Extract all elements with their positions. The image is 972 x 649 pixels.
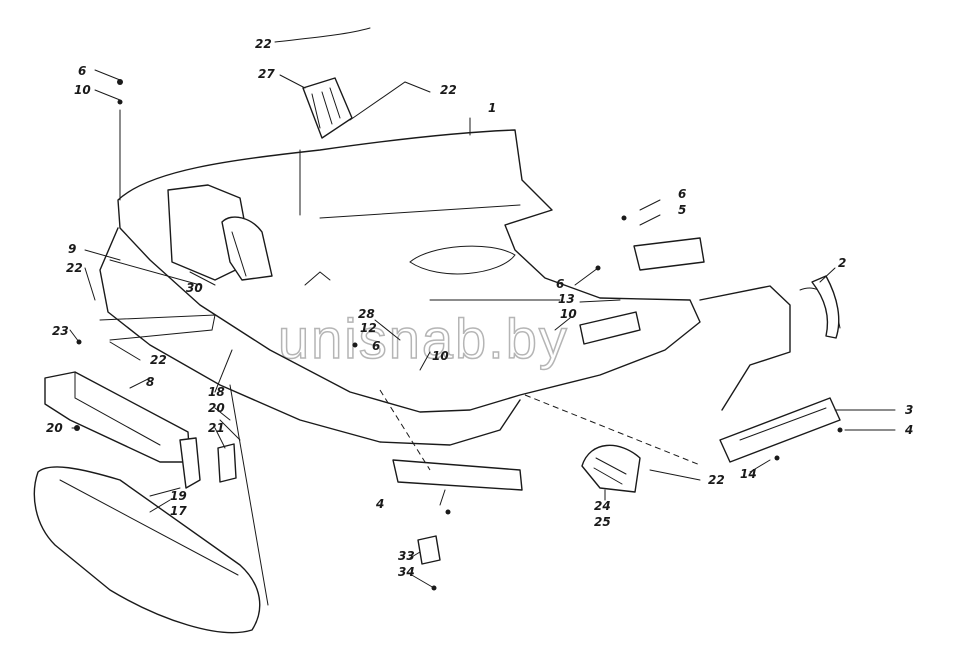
mount-brackets bbox=[579, 237, 705, 345]
callout-27: 27 bbox=[258, 67, 275, 81]
leader-lines bbox=[69, 27, 896, 589]
watermark: unisnab.by bbox=[278, 307, 569, 370]
callout-4: 4 bbox=[375, 497, 384, 511]
callout-9: 9 bbox=[68, 242, 76, 256]
callout-10: 10 bbox=[74, 83, 91, 97]
callout-25: 25 bbox=[594, 515, 611, 529]
callout-10: 10 bbox=[432, 349, 449, 363]
callout-4: 4 bbox=[904, 423, 913, 437]
hinge-part bbox=[581, 444, 641, 493]
callout-19: 19 bbox=[170, 489, 187, 503]
callout-20: 20 bbox=[208, 401, 225, 415]
callout-1: 1 bbox=[488, 101, 496, 115]
callout-3: 3 bbox=[905, 403, 913, 417]
hardware bbox=[74, 79, 843, 591]
callout-33: 33 bbox=[398, 549, 415, 563]
callout-24: 24 bbox=[594, 499, 611, 513]
callout-10: 10 bbox=[560, 307, 577, 321]
callout-labels: 22 27 22 1 6 10 9 22 30 23 28 12 6 10 22… bbox=[46, 37, 913, 579]
nose-cap-part bbox=[33, 466, 261, 634]
callout-6: 6 bbox=[678, 187, 686, 201]
callout-18: 18 bbox=[208, 385, 225, 399]
side-panel bbox=[99, 227, 521, 606]
callout-8: 8 bbox=[146, 375, 154, 389]
brackets bbox=[179, 419, 241, 489]
hood-part bbox=[117, 129, 701, 413]
windshield-part bbox=[302, 77, 353, 139]
callout-14: 14 bbox=[740, 467, 757, 481]
callout-17: 17 bbox=[170, 504, 187, 518]
clip-part bbox=[417, 535, 441, 565]
console-part bbox=[167, 184, 273, 281]
callout-34: 34 bbox=[398, 565, 415, 579]
trim-part bbox=[392, 459, 523, 491]
right-panel bbox=[699, 285, 841, 411]
callout-6: 6 bbox=[78, 64, 86, 78]
callout-12: 12 bbox=[360, 321, 377, 335]
callout-20: 20 bbox=[46, 421, 63, 435]
bumper-part bbox=[44, 371, 191, 463]
callout-6: 6 bbox=[372, 339, 380, 353]
callout-2: 2 bbox=[838, 256, 846, 270]
callout-22: 22 bbox=[66, 261, 83, 275]
callout-22: 22 bbox=[255, 37, 272, 51]
callout-13: 13 bbox=[558, 292, 575, 306]
rail-part bbox=[719, 397, 841, 463]
callout-22: 22 bbox=[440, 83, 457, 97]
callout-22: 22 bbox=[708, 473, 725, 487]
callout-21: 21 bbox=[208, 421, 225, 435]
reflector-part bbox=[811, 275, 840, 339]
callout-5: 5 bbox=[678, 203, 686, 217]
callout-6: 6 bbox=[556, 277, 564, 291]
callout-23: 23 bbox=[52, 324, 69, 338]
callout-22: 22 bbox=[150, 353, 167, 367]
callout-30: 30 bbox=[186, 281, 203, 295]
callout-28: 28 bbox=[358, 307, 375, 321]
